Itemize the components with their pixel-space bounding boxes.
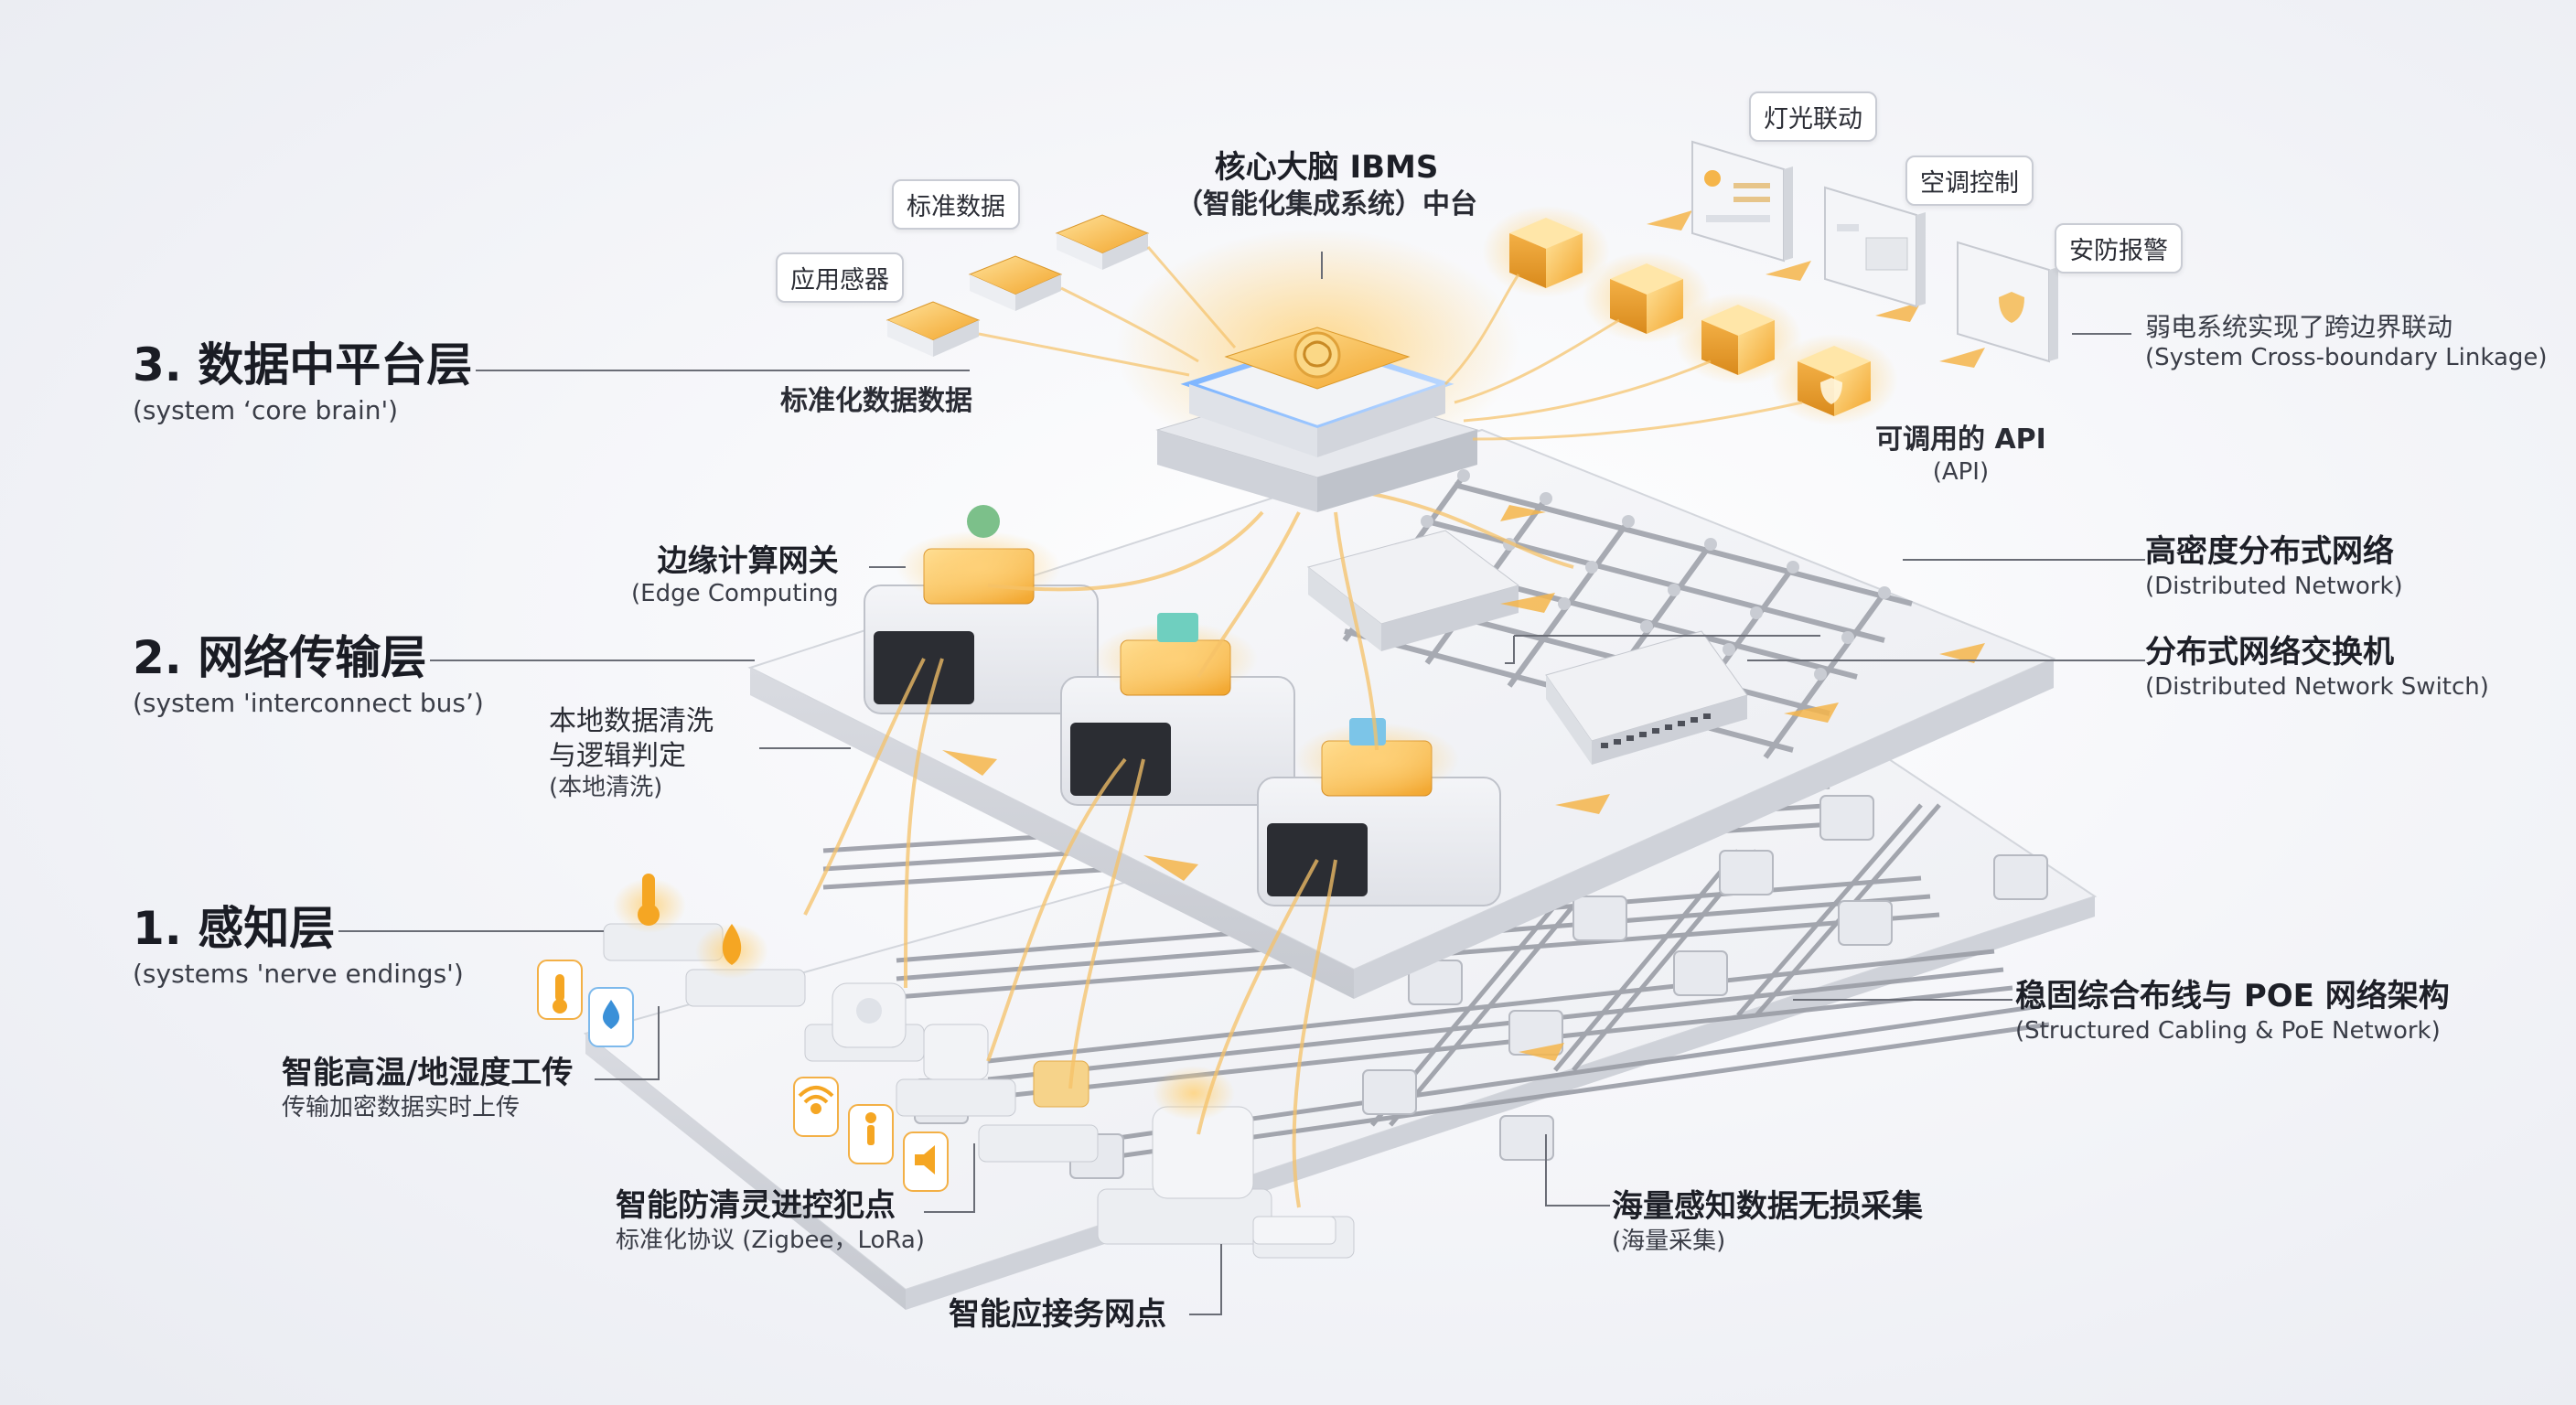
dist-net-en: (Distributed Network) [2145,572,2403,600]
lightbulb-icon [1704,170,1721,187]
edge-gateway-1 [864,505,1099,714]
edge-gateway-2 [1060,613,1295,806]
layer3-title: 3. 数据中平台层 [133,338,473,391]
api-cube-2 [1583,252,1711,343]
speaker-icon [915,1145,935,1174]
api-en: (API) [1932,457,1990,486]
dist-net-cn: 高密度分布式网络 [2145,533,2394,570]
tag-lighting: 灯光联动 [1749,91,1877,142]
ibms-core-brain [1116,229,1519,512]
motion-person-icon [865,1112,876,1145]
distributed-network-switch [1545,630,1748,765]
intrusion-label: 智能防清灵进控犯点 标准化协议 (Zigbee，LoRa) [616,1186,925,1255]
network-slab [747,428,2056,999]
core-title: 核心大脑 IBMS [1214,149,1439,186]
distributed-switch-label: 分布式网络交换机 (Distributed Network Switch) [2145,633,2489,702]
layer1-title: 1. 感知层 [133,902,336,955]
linkage-en: (System Cross-boundary Linkage) [2145,344,2548,371]
temp-humidity-cn: 智能高温/地湿度工传 [282,1055,574,1091]
linkage-cn: 弱电系统实现了跨边界联动 [2145,312,2453,342]
api-cubes [1482,206,1898,425]
flow-arrows [942,505,1985,1061]
layer3-subtitle: (system ‘core brain') [133,394,399,425]
standard-data-tiles [886,214,1150,357]
cabling-cn: 稳固综合布线与 POE 网络架构 [2015,978,2450,1014]
linkage-label: 弱电系统实现了跨边界联动 (System Cross-boundary Link… [2145,311,2548,373]
collection-cn: 海量感知数据无损采集 [1612,1188,1923,1225]
dist-switch-en: (Distributed Network Switch) [2145,672,2489,701]
standardized-data-label: 标准化数据数据 [780,385,972,417]
layer2-label: 2. 网络传输层 (system 'interconnect bus’) [133,629,484,719]
security-panel [1957,241,2058,363]
wifi-signal-icon [798,1086,834,1114]
api-cube-4 [1770,334,1898,425]
layer2-title: 2. 网络传输层 [133,631,427,684]
cleaning-line2: 与逻辑判定 [549,739,686,772]
lighting-panel [1691,140,1793,263]
access-point-label: 智能应接务网点 [949,1296,1166,1333]
smart-devices [832,982,1336,1245]
cabling-label: 稳固综合布线与 POE 网络架构 (Structured Cabling & P… [2015,977,2450,1046]
core-subtitle: （智能化集成系统）中台 [1175,188,1477,220]
api-cube-1 [1482,206,1610,297]
cleaning-line3: (本地清洗) [549,774,663,801]
thermo-small-icon [553,974,567,1014]
layer1-label: 1. 感知层 (systems 'nerve endings') [133,900,464,990]
tag-standard-data: 标准数据 [892,179,1020,230]
intrusion-sub: 标准化协议 (Zigbee，LoRa) [616,1226,925,1254]
flame-sensor-icon [695,924,768,979]
distributed-network-label: 高密度分布式网络 (Distributed Network) [2145,532,2403,601]
data-streams [803,492,1574,1208]
collection-en: (海量采集) [1612,1227,1726,1255]
cleaning-line1: 本地数据清洗 [549,705,714,737]
local-cleaning-label: 本地数据清洗 与逻辑判定 (本地清洗) [549,704,714,803]
shield-icon [1820,378,1842,404]
water-drop-icon [602,1000,620,1029]
tag-app-sensor: 应用感器 [776,252,904,303]
core-label: 核心大脑 IBMS （智能化集成系统）中台 [1175,148,1477,221]
leader-lines [338,252,2145,1315]
api-cube-3 [1674,293,1802,384]
poe-junction-boxes [914,795,2048,1179]
collection-label: 海量感知数据无损采集 (海量采集) [1612,1187,1923,1256]
api-output-arrows [1647,210,1985,368]
api-label: 可调用的 API (API) [1875,423,2046,487]
network-switch-back [1306,530,1520,651]
shield-icon [1999,292,2024,323]
edge-gateway-label: 边缘计算网关 (Edge Computing [631,542,839,609]
intrusion-cn: 智能防清灵进控犯点 [616,1187,896,1224]
thermometer-icon [613,874,686,933]
layer2-subtitle: (system 'interconnect bus’) [133,687,484,718]
api-flow-lines [1444,273,1803,441]
hvac-panel [1824,186,1926,308]
layer1-subtitle: (systems 'nerve endings') [133,958,464,989]
dist-switch-cn: 分布式网络交换机 [2145,634,2394,670]
cabling-en: (Structured Cabling & PoE Network) [2015,1016,2441,1045]
edge-en: (Edge Computing [631,580,839,608]
brain-chip-icon [1303,340,1332,368]
temp-humidity-label: 智能高温/地湿度工传 传输加密数据实时上传 [282,1054,573,1122]
api-cn: 可调用的 API [1875,424,2046,456]
edge-cn: 边缘计算网关 [657,542,839,578]
data-flow-lines-left [978,246,1237,377]
tag-security: 安防报警 [2055,223,2183,273]
tag-hvac: 空调控制 [1905,156,2034,206]
layer3-label: 3. 数据中平台层 (system ‘core brain') [133,337,472,426]
temp-humidity-sub: 传输加密数据实时上传 [282,1093,521,1121]
